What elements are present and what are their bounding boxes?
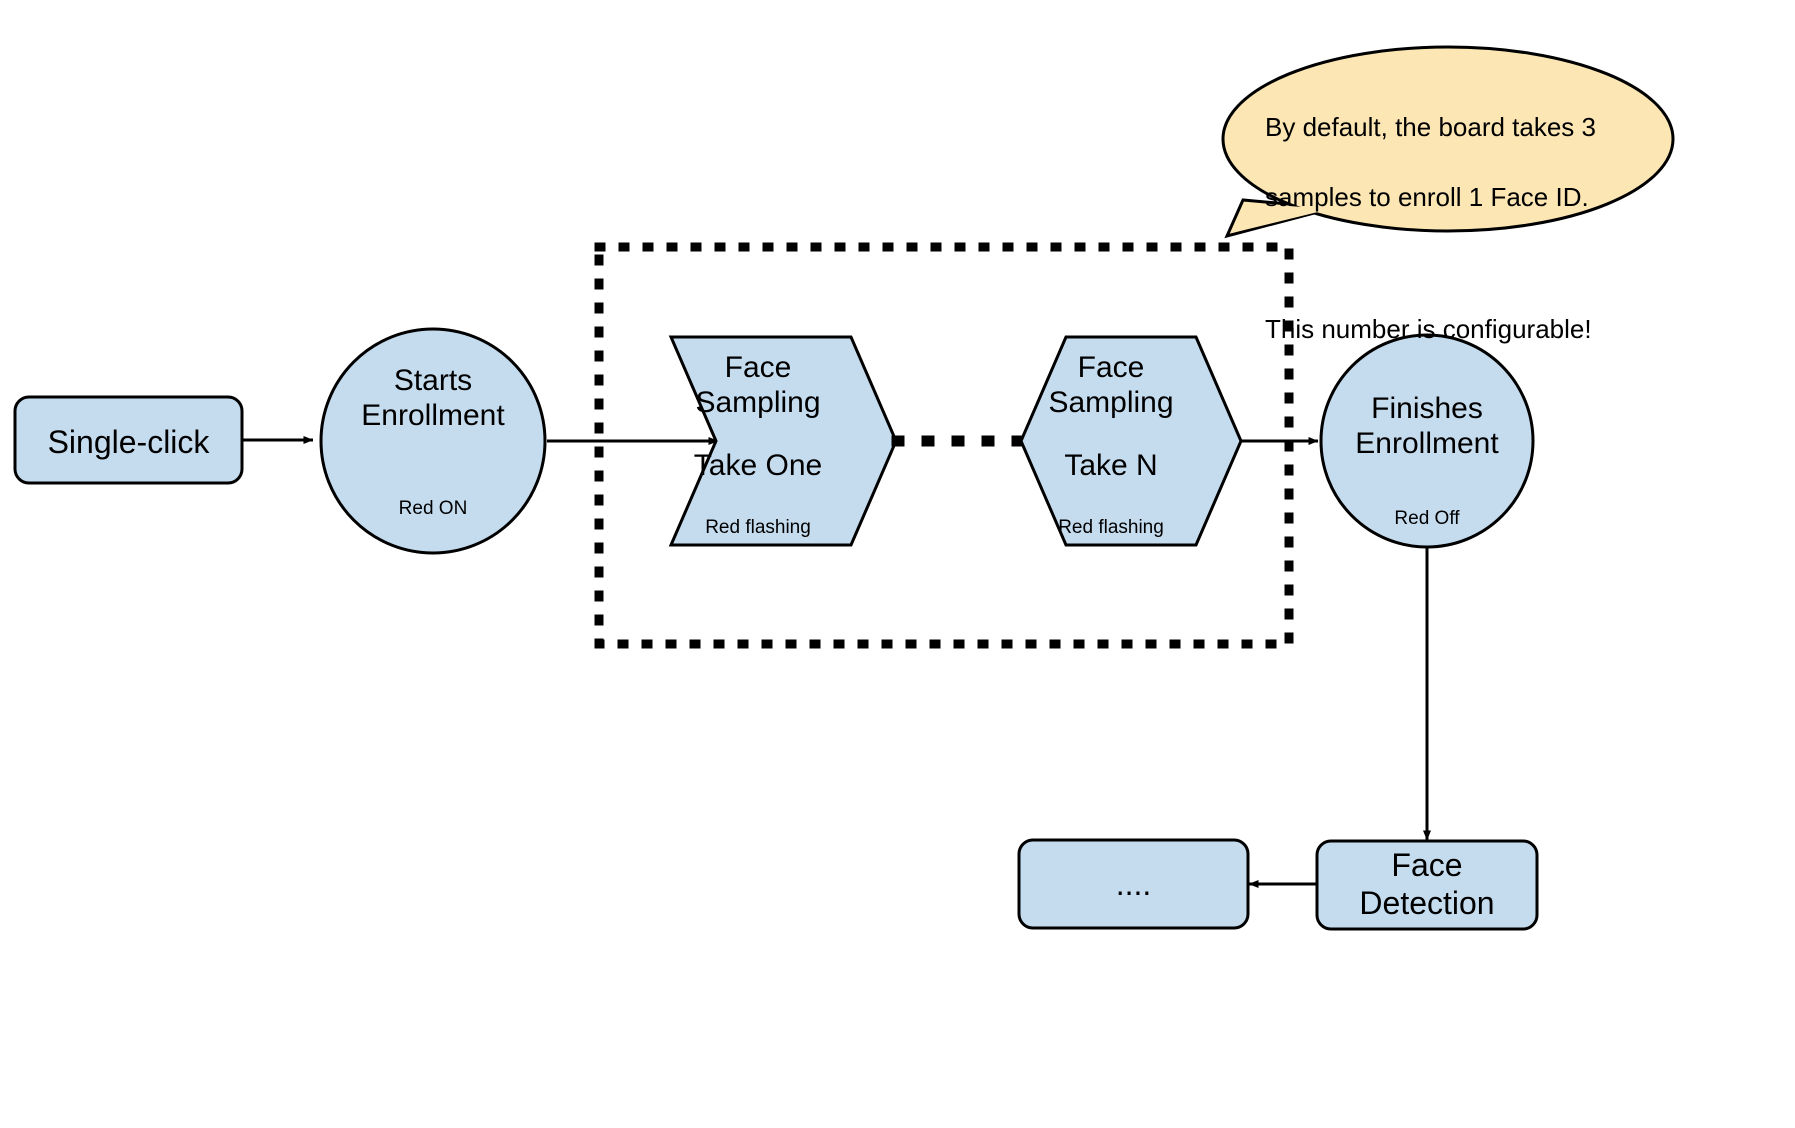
face-detection-box[interactable] — [1315, 839, 1539, 931]
face-sampling-take-n-hexagon[interactable] — [1019, 335, 1243, 547]
sampling-loop-container — [594, 242, 1294, 649]
starts-enrollment-circle[interactable] — [319, 327, 547, 555]
continuation-box[interactable] — [1017, 838, 1250, 930]
callout-tail-cover — [1232, 203, 1330, 233]
finishes-enrollment-circle[interactable] — [1319, 333, 1535, 549]
single-click-box[interactable] — [13, 395, 244, 485]
callout-bubble — [1221, 45, 1675, 233]
